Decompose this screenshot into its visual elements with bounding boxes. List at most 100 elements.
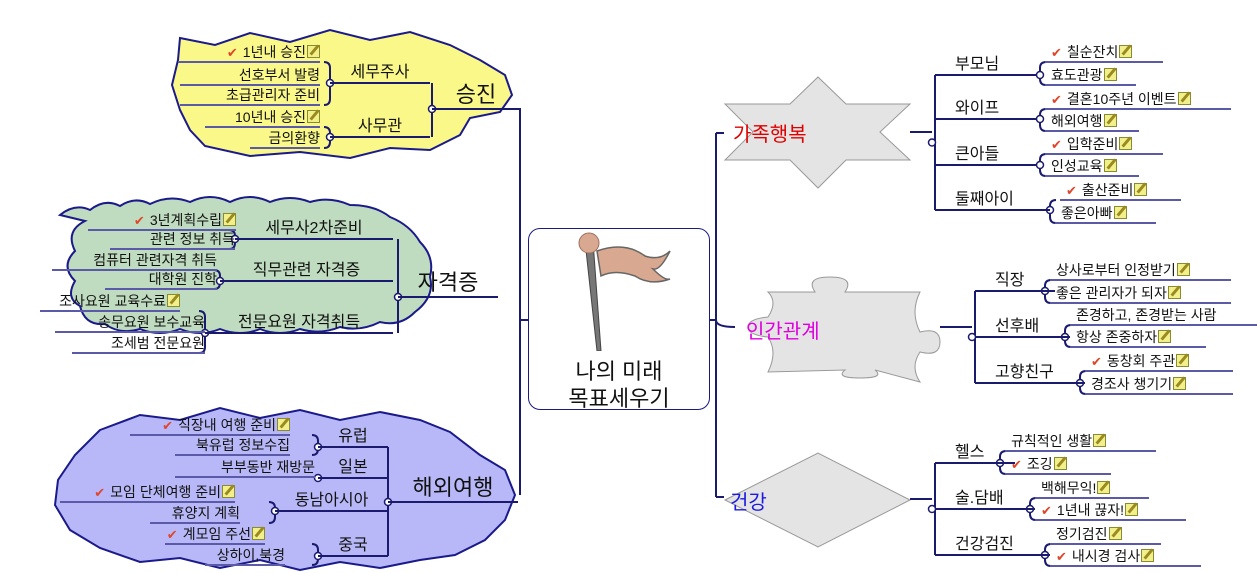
main-topic[interactable]: 건강: [730, 492, 767, 514]
note-icon[interactable]: [1103, 159, 1117, 172]
subtopic[interactable]: 큰아들: [935, 146, 1030, 166]
note-icon[interactable]: [1113, 206, 1127, 219]
topic-item[interactable]: ✔1년내 끊자!: [1035, 501, 1186, 521]
topic-item-label: 조세범 전문요원: [110, 335, 205, 351]
topic-item-label: 백해무익!: [1041, 480, 1097, 496]
topic-item-label: 칠순잔치: [1066, 44, 1119, 60]
main-topic[interactable]: 인간관계: [746, 321, 820, 343]
note-icon[interactable]: [1167, 286, 1181, 299]
topic-item[interactable]: 조세범 전문요원: [72, 334, 205, 354]
note-icon[interactable]: [1134, 183, 1148, 196]
topic-item[interactable]: ✔입학준비: [1045, 135, 1163, 155]
subtopic[interactable]: 고향친구: [975, 364, 1085, 384]
note-icon[interactable]: [1097, 481, 1111, 494]
topic-item[interactable]: 금의환향: [250, 129, 320, 149]
subtopic[interactable]: 둘째아이: [935, 191, 1050, 211]
topic-item-label: 입학준비: [1066, 136, 1119, 152]
subtopic[interactable]: 직장: [975, 272, 1055, 292]
subtopic[interactable]: 헬스: [935, 444, 1015, 464]
topic-item[interactable]: 규칙적인 생활: [1005, 432, 1156, 452]
subtopic[interactable]: 와이프: [935, 100, 1030, 120]
subtopic[interactable]: 유럽: [318, 428, 388, 448]
topic-item[interactable]: 휴양지 계획: [150, 504, 240, 524]
note-icon[interactable]: [167, 294, 180, 307]
subtopic[interactable]: 전문요원 자격취득: [205, 314, 393, 334]
topic-item[interactable]: 대학원 진학: [105, 270, 217, 290]
note-icon[interactable]: [1093, 434, 1107, 447]
topic-item[interactable]: ✔계모임 주선: [165, 525, 265, 545]
topic-item[interactable]: 조사요원 교육수료: [40, 292, 180, 312]
topic-item[interactable]: 해외여행: [1045, 112, 1139, 132]
topic-item[interactable]: 항상 존중하자: [1070, 328, 1206, 348]
topic-item[interactable]: 초급관리자 준비: [180, 86, 320, 106]
check-icon: ✔: [166, 527, 178, 542]
topic-item[interactable]: 상하이,북경: [205, 546, 285, 566]
topic-item[interactable]: ✔직장내 여행 준비: [130, 416, 290, 436]
check-icon: ✔: [1041, 503, 1052, 518]
note-icon[interactable]: [1141, 549, 1155, 562]
note-icon[interactable]: [1176, 263, 1190, 276]
subtopic[interactable]: 사무관: [330, 118, 430, 138]
note-icon[interactable]: [1119, 45, 1133, 58]
note-icon[interactable]: [1176, 354, 1190, 367]
topic-item[interactable]: ✔내시경 검사: [1050, 547, 1201, 567]
topic-item[interactable]: ✔모임 단체여행 준비: [60, 483, 235, 503]
note-icon[interactable]: [1125, 503, 1138, 516]
topic-item[interactable]: 관련 정보 취득: [110, 230, 235, 250]
subtopic[interactable]: 부모님: [935, 56, 1030, 76]
topic-item[interactable]: ✔1년내 승진: [178, 43, 320, 63]
note-icon[interactable]: [1103, 114, 1117, 127]
main-topic[interactable]: 승진: [432, 82, 520, 110]
subtopic[interactable]: 세무사2차준비: [235, 220, 393, 240]
note-icon[interactable]: [307, 110, 320, 123]
topic-item[interactable]: ✔3년계획수립: [88, 211, 236, 231]
topic-item[interactable]: 부부동반 재방문: [175, 458, 315, 478]
topic-item[interactable]: ✔조깅: [1005, 455, 1111, 475]
note-icon[interactable]: [1053, 457, 1067, 470]
topic-item[interactable]: 경조사 챙기기: [1085, 375, 1233, 395]
central-topic[interactable]: 나의 미래 목표세우기: [528, 228, 710, 411]
topic-item[interactable]: 상사로부터 인정받기: [1050, 261, 1231, 281]
note-icon[interactable]: [307, 45, 320, 58]
note-icon[interactable]: [1177, 92, 1191, 105]
note-icon[interactable]: [222, 485, 235, 498]
subtopic[interactable]: 세무주사: [330, 64, 430, 84]
note-icon[interactable]: [1119, 137, 1133, 150]
subtopic[interactable]: 중국: [318, 537, 388, 557]
note-icon[interactable]: [1103, 68, 1117, 81]
note-icon[interactable]: [252, 527, 265, 540]
subtopic[interactable]: 일본: [318, 459, 388, 479]
topic-item-label: 인성교육: [1051, 158, 1103, 174]
topic-item[interactable]: ✔출산준비: [1060, 181, 1181, 201]
main-topic[interactable]: 가족행복: [733, 124, 807, 146]
main-topic[interactable]: 해외여행: [388, 475, 518, 503]
topic-item[interactable]: 컴퓨터 관련자격 취득: [52, 251, 217, 271]
note-icon[interactable]: [1158, 330, 1172, 343]
note-icon[interactable]: [223, 213, 236, 226]
topic-item[interactable]: ✔동창회 주관: [1085, 352, 1233, 372]
subtopic[interactable]: 직무관련 자격증: [220, 262, 393, 282]
topic-item[interactable]: 존경하고, 존경받는 사람: [1070, 306, 1257, 326]
topic-item[interactable]: ✔칠순잔치: [1045, 43, 1163, 63]
topic-item[interactable]: 선호부서 발령: [180, 66, 320, 86]
topic-item[interactable]: ✔결혼10주년 이벤트: [1045, 90, 1231, 110]
note-icon[interactable]: [1108, 527, 1122, 540]
topic-item-label: 좋은아빠: [1061, 205, 1113, 221]
topic-item[interactable]: 좋은 관리자가 되자: [1050, 284, 1231, 304]
main-topic[interactable]: 자격증: [398, 270, 498, 298]
topic-item[interactable]: 송무요원 보수교육: [55, 313, 205, 333]
topic-item[interactable]: 효도관광: [1045, 66, 1136, 86]
topic-item[interactable]: 북유럽 정보수집: [175, 436, 290, 456]
subtopic[interactable]: 건강검진: [935, 536, 1050, 556]
note-icon[interactable]: [277, 418, 290, 431]
subtopic[interactable]: 동남아시아: [275, 492, 388, 512]
subtopic[interactable]: 술.담배: [935, 490, 1035, 510]
topic-item[interactable]: 좋은아빠: [1055, 204, 1156, 224]
note-icon[interactable]: [1173, 377, 1187, 390]
check-icon: ✔: [1011, 457, 1022, 472]
subtopic[interactable]: 선후배: [975, 318, 1070, 338]
topic-item[interactable]: 정기검진: [1050, 525, 1161, 545]
topic-item[interactable]: 백해무익!: [1035, 479, 1149, 499]
topic-item[interactable]: 10년내 승진: [205, 108, 320, 128]
topic-item[interactable]: 인성교육: [1045, 157, 1139, 177]
